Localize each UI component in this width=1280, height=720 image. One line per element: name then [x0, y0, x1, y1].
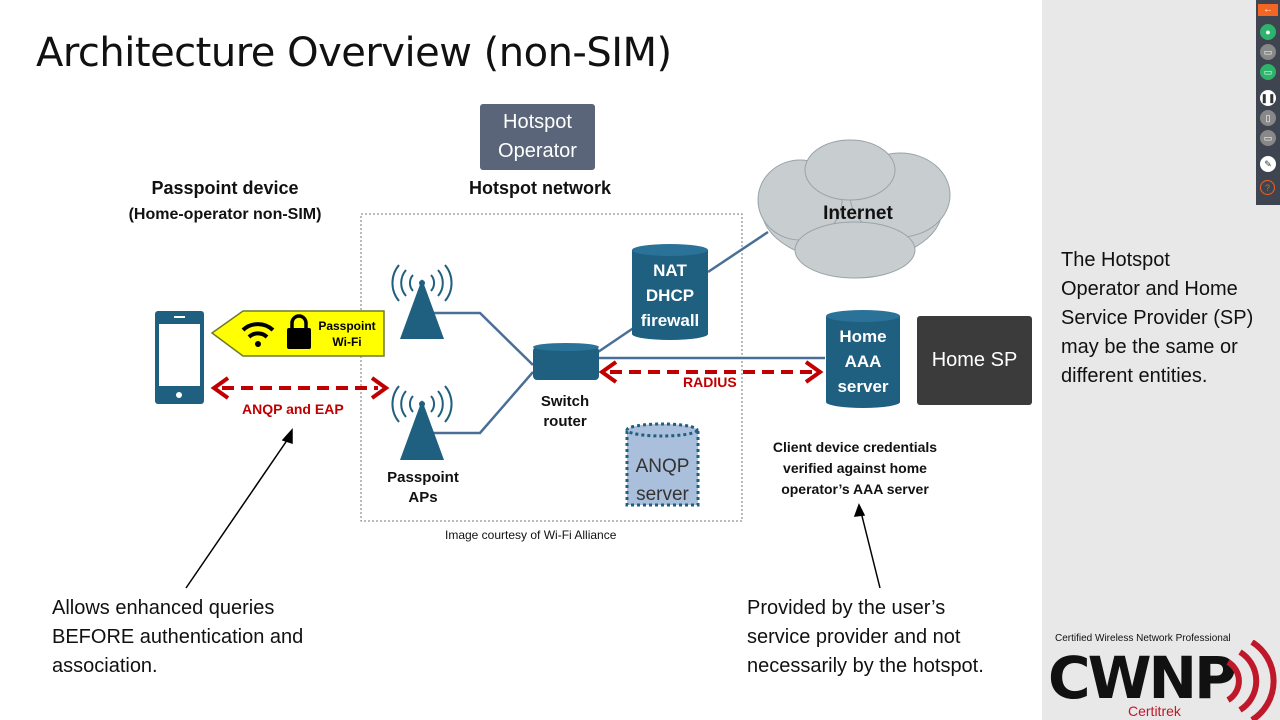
nat-label: NAT DHCP firewall	[632, 258, 708, 333]
cwnp-logo-caption: Certified Wireless Network Professional	[1055, 633, 1231, 644]
switch-router-icon	[533, 343, 599, 380]
right-note: Provided by the user’s service provider …	[747, 594, 984, 681]
image-courtesy: Image courtesy of Wi-Fi Alliance	[445, 528, 617, 542]
right-note-line3: necessarily by the hotspot.	[747, 655, 984, 677]
pen-button[interactable]: ✎	[1260, 156, 1276, 172]
anqp-eap-arrow	[210, 376, 390, 400]
switch-router-label: Switch router	[525, 392, 605, 432]
aaa-line2: AAA	[844, 352, 882, 371]
nat-dhcp-firewall-cylinder	[632, 244, 708, 340]
camera-button[interactable]: ▭	[1260, 44, 1276, 60]
side-note: The Hotspot Operator and Home Service Pr…	[1061, 246, 1253, 391]
slide-title: Architecture Overview (non-SIM)	[36, 30, 672, 76]
cwnp-logo: CWNP Certitrek	[1048, 640, 1277, 720]
anqp-server-cylinder	[625, 422, 700, 507]
right-note-line1: Provided by the user’s	[747, 597, 946, 619]
left-note-line1: Allows enhanced queries	[52, 597, 275, 619]
hotspot-operator-box: Hotspot Operator	[480, 104, 595, 170]
access-point-icon-2	[391, 385, 453, 460]
hotspot-operator-line1: Hotspot	[503, 111, 572, 133]
hotspot-operator-line2: Operator	[498, 140, 577, 162]
internet-cloud	[757, 139, 951, 279]
slide: Architecture Overview (non-SIM)	[36, 30, 1032, 681]
radius-label: RADIUS	[683, 374, 737, 390]
anqp-server-line1: ANQP	[635, 456, 690, 477]
annotation-arrows	[185, 428, 881, 589]
cwnp-logo-text: CWNP	[1048, 644, 1235, 712]
device-heading: Passpoint device	[151, 178, 299, 198]
side-note-line1: The Hotspot	[1061, 249, 1170, 271]
left-note-line2: BEFORE authentication and	[52, 626, 304, 648]
home-sp-box: Home SP	[917, 316, 1032, 405]
credentials-line2: verified against home	[783, 460, 927, 476]
aps-line1: Passpoint	[387, 469, 459, 486]
certitrek-text: Certitrek	[1128, 703, 1182, 719]
internet-label: Internet	[823, 203, 893, 224]
screen-share-button[interactable]: ▭	[1260, 64, 1276, 80]
aaa-label: Home AAA server	[826, 324, 900, 399]
network-heading: Hotspot network	[469, 178, 611, 198]
side-note-line3: Service Provider (SP)	[1061, 307, 1254, 329]
side-panel	[1042, 0, 1280, 720]
switch-line1: Switch	[540, 393, 590, 410]
presenter-toolbar: ← ● ▭ ▭ ❚❚ ▯ ▭ ✎ ?	[1256, 0, 1280, 205]
device-subheading: (Home-operator non-SIM)	[128, 206, 322, 223]
mouse-button[interactable]: ▯	[1260, 110, 1276, 126]
left-note: Allows enhanced queries BEFORE authentic…	[52, 594, 303, 681]
anqp-server-line2: server	[636, 484, 689, 505]
credentials-line1: Client device credentials	[772, 439, 938, 455]
diagram-graphics	[155, 139, 951, 589]
passpoint-wifi-tag	[210, 310, 385, 357]
network-links	[430, 230, 825, 435]
passpoint-wifi-line1: Passpoint	[318, 319, 376, 333]
aaa-line1: Home	[839, 327, 887, 346]
phone-icon	[155, 311, 204, 404]
back-arrow-button[interactable]: ←	[1258, 4, 1278, 16]
side-note-line2: Operator and Home	[1061, 278, 1238, 300]
radius-arrow	[598, 360, 824, 384]
pause-button[interactable]: ❚❚	[1260, 90, 1276, 106]
chat-button[interactable]: ▭	[1260, 130, 1276, 146]
switch-line2: router	[543, 413, 587, 430]
anqp-eap-label: ANQP and EAP	[242, 401, 344, 417]
credentials-note: Client device credentials verified again…	[750, 437, 960, 500]
anqp-server-label: ANQP server	[627, 453, 698, 509]
left-note-line3: association.	[52, 655, 158, 677]
nat-line2: DHCP	[645, 286, 695, 305]
passpoint-wifi-label: Passpoint Wi-Fi	[314, 318, 380, 350]
home-aaa-server-cylinder	[826, 310, 900, 408]
aps-line2: APs	[408, 489, 438, 506]
microphone-button[interactable]: ●	[1260, 24, 1276, 40]
signal-waves-icon	[1226, 640, 1277, 720]
nat-line3: firewall	[640, 311, 700, 330]
aaa-line3: server	[837, 377, 889, 396]
side-note-line5: different entities.	[1061, 365, 1208, 387]
right-note-line2: service provider and not	[747, 626, 961, 648]
passpoint-wifi-line2: Wi-Fi	[332, 335, 362, 349]
access-point-icon-1	[391, 264, 453, 339]
nat-line1: NAT	[653, 261, 687, 280]
side-note-line4: may be the same or	[1061, 336, 1238, 358]
passpoint-aps-label: Passpoint APs	[378, 468, 468, 508]
help-button[interactable]: ?	[1260, 180, 1275, 195]
credentials-line3: operator’s AAA server	[781, 481, 929, 497]
